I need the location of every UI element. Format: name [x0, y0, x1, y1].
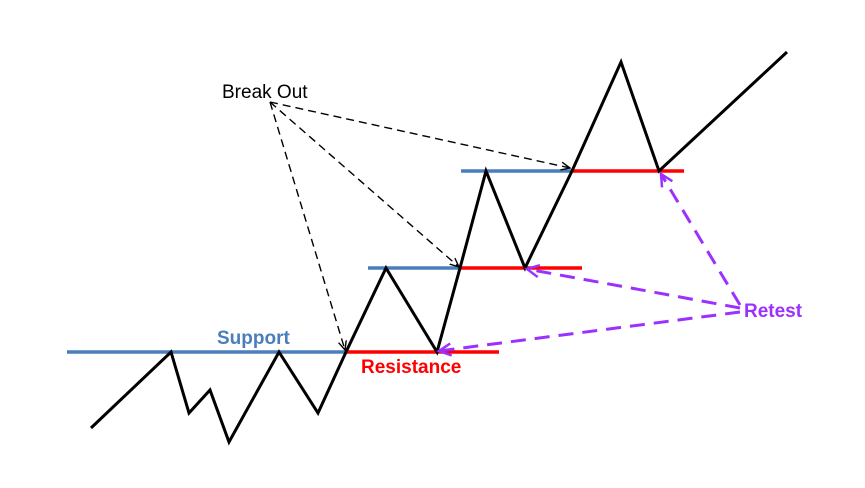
price-line [89, 50, 789, 446]
resistance-label: Resistance [361, 357, 461, 378]
support-label: Support [217, 328, 290, 349]
break-out-arrows [269, 101, 570, 350]
retest-arrows [436, 171, 742, 357]
break-out-arrow-2 [269, 101, 459, 267]
break-out-arrow-3 [269, 101, 570, 168]
retest-arrow-3 [659, 171, 742, 306]
break-out-arrow-1 [269, 101, 345, 350]
retest-arrow-2 [524, 264, 741, 310]
retest-arrow-1 [436, 310, 741, 357]
retest-label: Retest [744, 301, 803, 322]
break-out-label: Break Out [222, 82, 308, 103]
